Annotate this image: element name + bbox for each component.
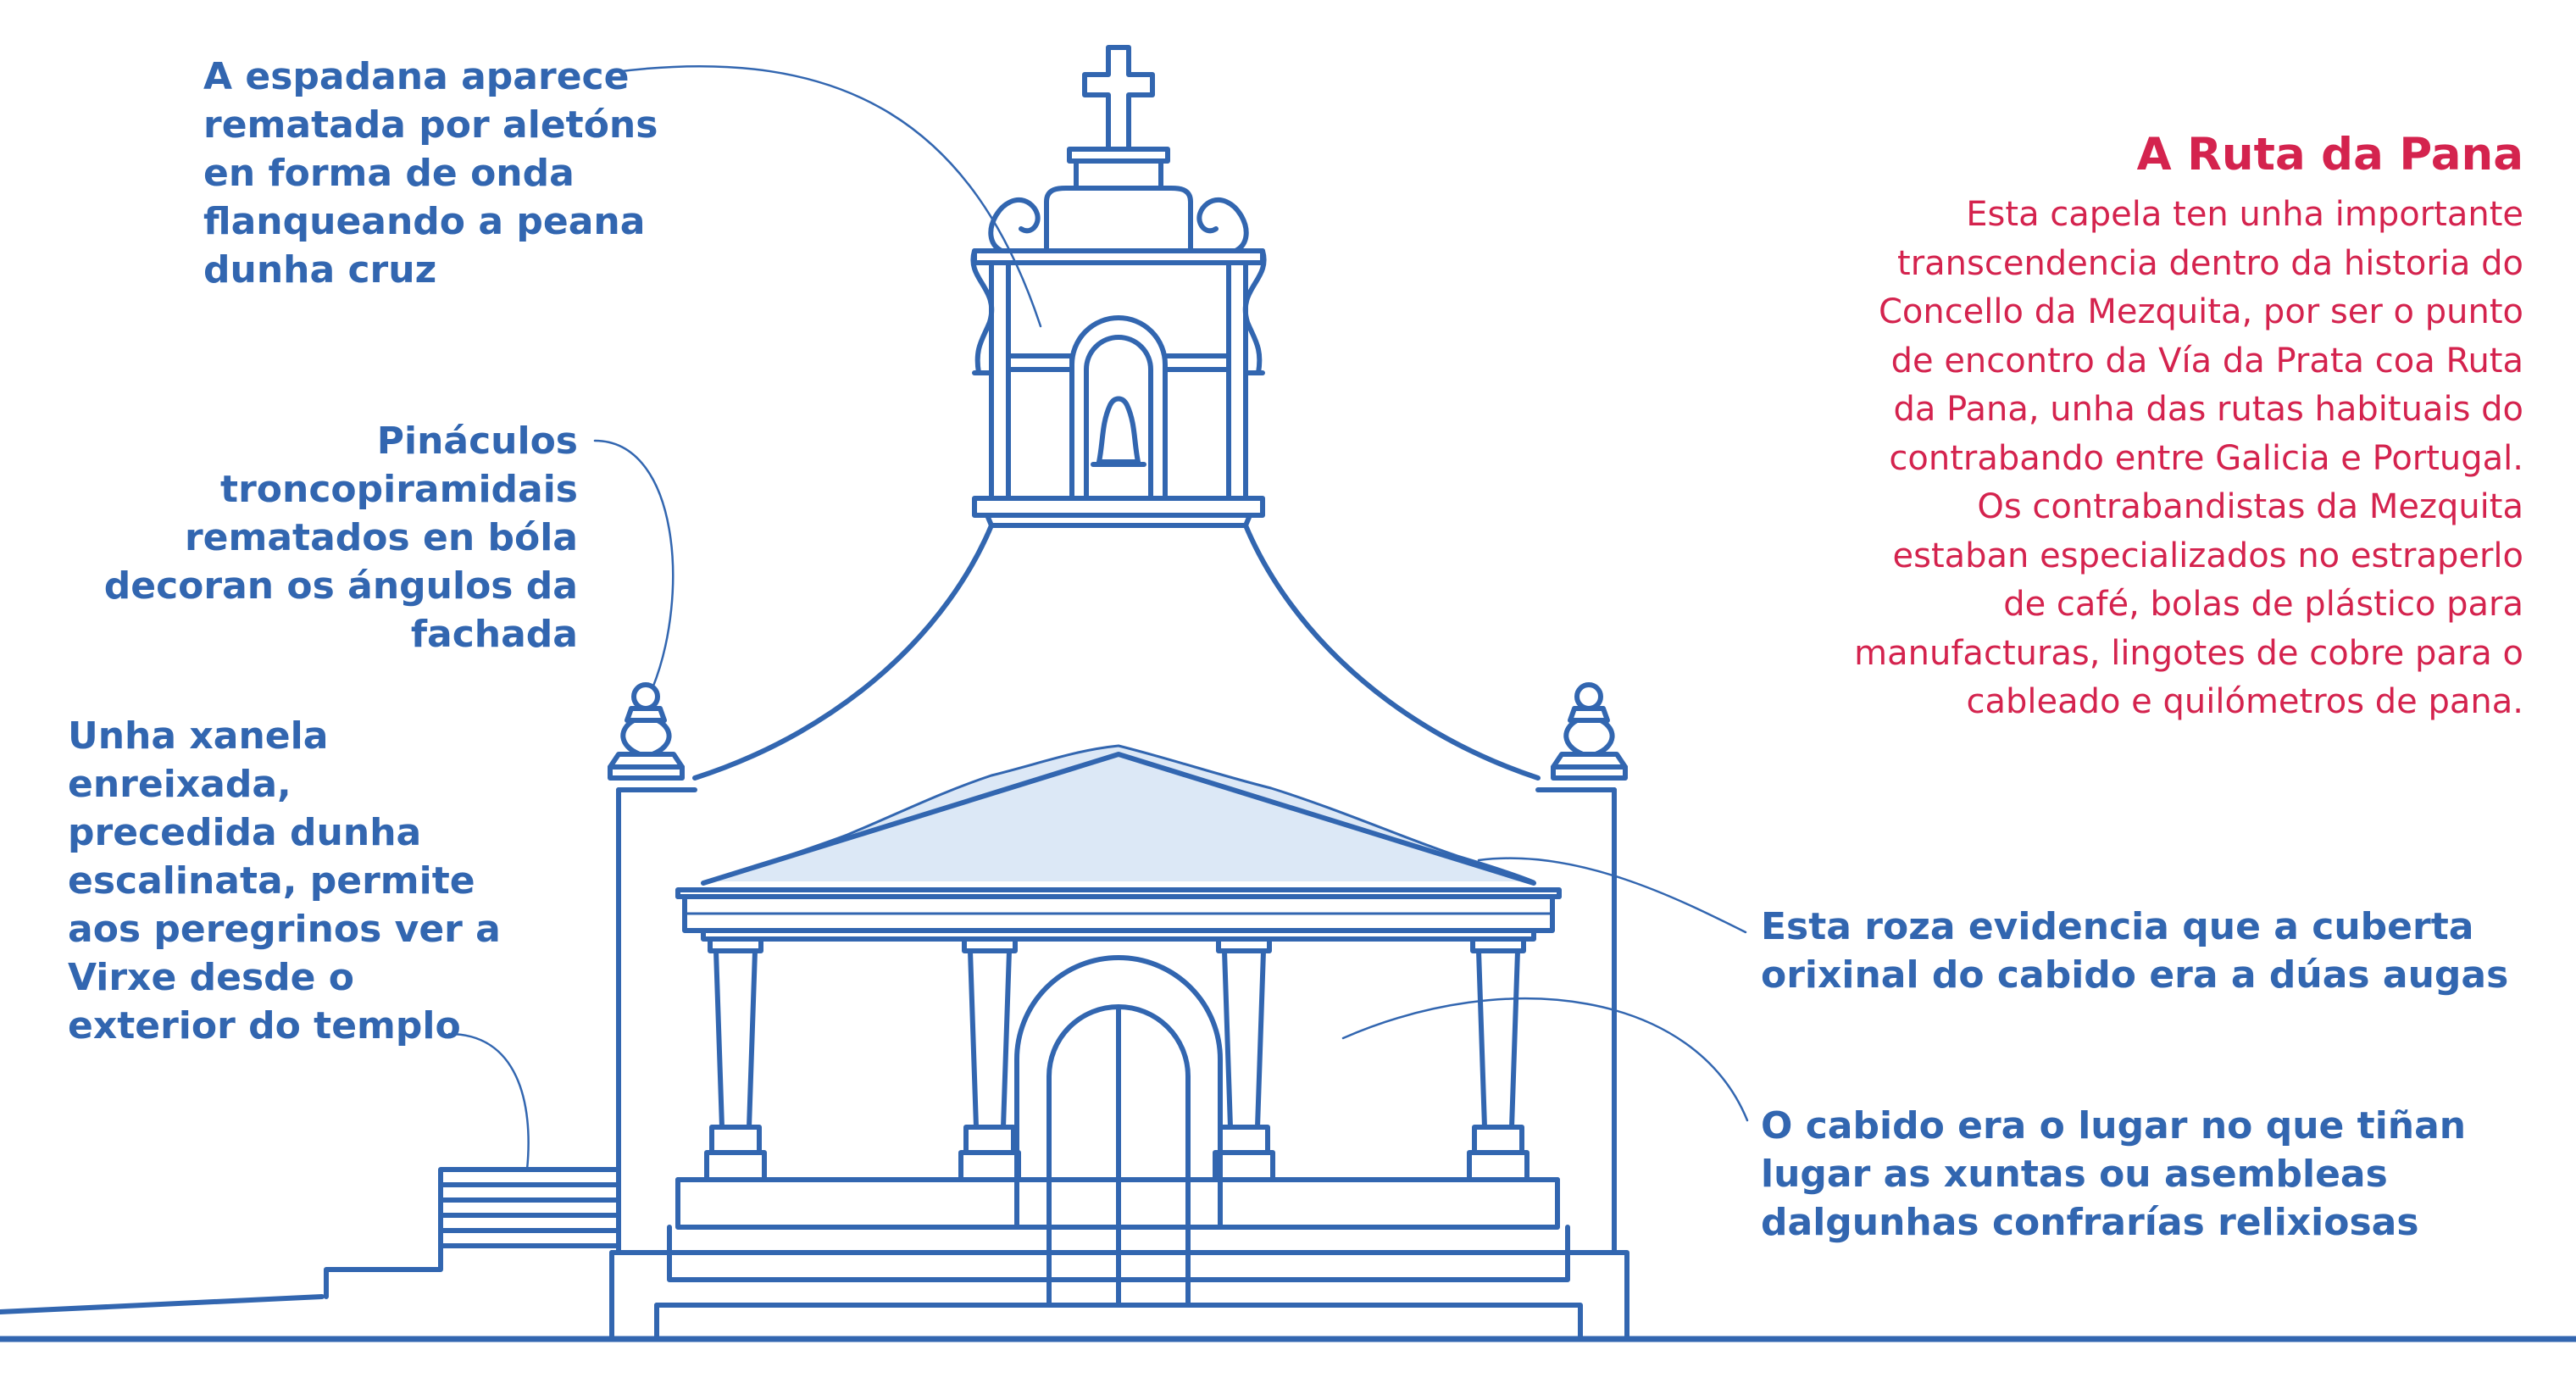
leader-pinaculos <box>593 439 675 690</box>
wave-scroll-left <box>988 197 1041 253</box>
pinnacle-right <box>1551 682 1628 781</box>
dome-left <box>692 523 994 781</box>
leader-espadana <box>613 65 1042 328</box>
cross-icon <box>1082 45 1155 152</box>
door-frame <box>1014 955 1223 1230</box>
cornice <box>675 887 1562 899</box>
staircase <box>324 1167 621 1299</box>
label-espadana: A espadana aparece rematada por aletóns … <box>203 55 658 292</box>
label-pinaculos: Pináculos troncopiramidais rematados en … <box>103 420 578 656</box>
bell-icon <box>1091 396 1146 467</box>
info-title: A Ruta da Pana <box>2136 129 2523 181</box>
belfry <box>970 147 1267 528</box>
column-2 <box>958 936 1021 1182</box>
leader-roza <box>1477 857 1747 934</box>
leader-xanela <box>447 1032 530 1171</box>
dome-right <box>1243 523 1541 781</box>
bell-arch <box>1069 315 1168 501</box>
column-3 <box>1213 936 1275 1182</box>
leader-cabido <box>1341 997 1749 1122</box>
wave-scroll-right <box>1196 197 1249 253</box>
label-roza: Esta roza evidencia que a cuberta orixin… <box>1761 905 2509 997</box>
column-4 <box>1467 936 1530 1182</box>
info-body: Esta capela ten unha importante transcen… <box>1854 195 2523 721</box>
pinnacle-left <box>608 682 685 781</box>
old-roof-trace <box>710 744 1535 883</box>
label-xanela: Unha xanela enreixada, precedida dunha e… <box>68 714 501 1047</box>
pediment <box>701 752 1536 886</box>
label-cabido: O cabido era o lugar no que tiñan lugar … <box>1761 1104 2467 1244</box>
base-platform <box>609 1250 1629 1342</box>
approach-road <box>0 1294 325 1314</box>
callout-lines <box>447 65 1749 1171</box>
column-1 <box>704 936 767 1182</box>
